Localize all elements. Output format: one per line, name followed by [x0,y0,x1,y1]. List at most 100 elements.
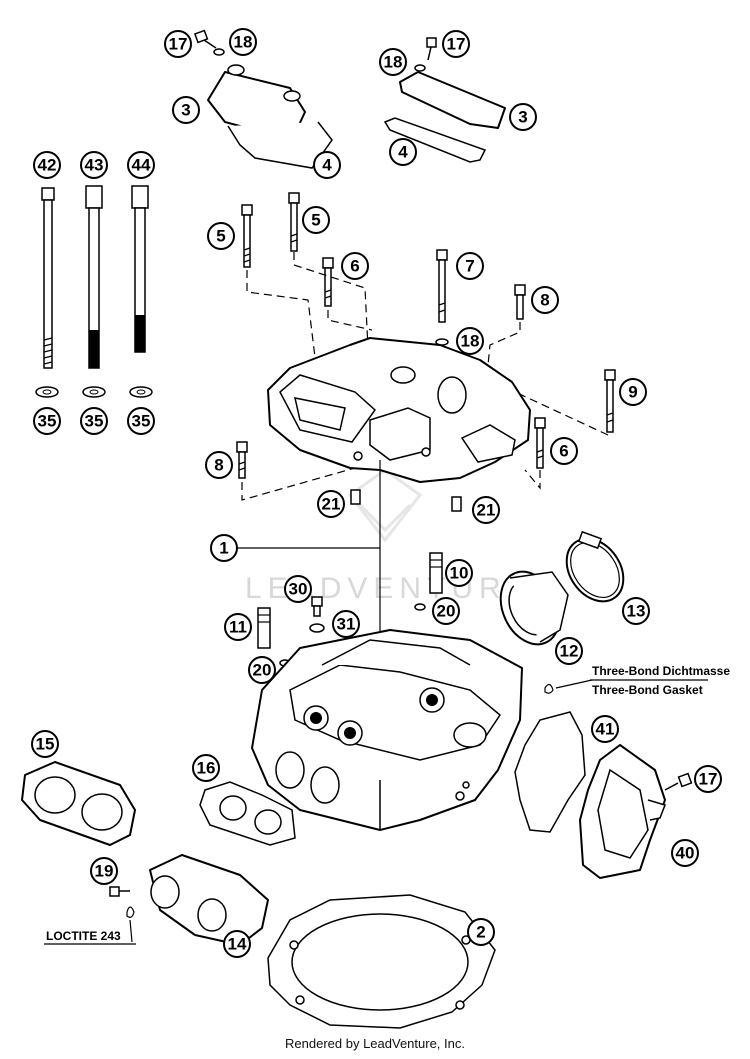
svg-text:21: 21 [322,495,341,514]
callout-15: 15 [31,730,59,758]
svg-text:31: 31 [337,615,356,634]
callout-42: 42 [33,151,61,179]
svg-text:15: 15 [36,735,55,754]
callout-2: 2 [467,918,495,946]
stud-42 [41,187,55,369]
alignment-line [485,322,521,386]
thermostat-cover-40 [579,744,666,879]
svg-text:19: 19 [95,862,114,881]
svg-text:16: 16 [197,759,216,778]
callout-1: 1 [210,534,238,562]
alignment-line [241,467,356,501]
callout-10: 10 [445,559,473,587]
bolt-8-left [236,441,248,479]
bolt-7 [435,249,449,346]
svg-text:30: 30 [289,580,308,599]
gasket-41 [514,711,586,833]
bolt-6-right [534,417,546,469]
callout-44: 44 [127,151,155,179]
callout-4: 4 [389,138,417,166]
callout-6: 6 [550,437,578,465]
callout-5: 5 [302,206,330,234]
callout-18: 18 [379,48,407,76]
valve-stem-seal-10 [429,552,443,594]
intake-boot-12 [499,570,569,646]
svg-text:20: 20 [253,661,272,680]
svg-text:41: 41 [596,720,615,739]
alignment-line [327,310,373,331]
svg-text:4: 4 [322,156,332,175]
callout-31: 31 [332,610,360,638]
svg-text:4: 4 [398,143,408,162]
svg-text:5: 5 [311,211,320,230]
callout-40: 40 [671,839,699,867]
callout-30: 30 [284,575,312,603]
svg-text:20: 20 [437,602,456,621]
cylinder-head-1 [251,629,523,831]
svg-text:11: 11 [229,618,247,637]
callout-17: 17 [694,765,722,793]
svg-text:35: 35 [132,412,151,431]
callout-19: 19 [90,857,118,885]
svg-text:14: 14 [228,935,247,954]
callout-35: 35 [127,407,155,435]
intake-flange-14 [149,854,269,946]
svg-text:18: 18 [461,332,480,351]
svg-text:10: 10 [450,564,469,583]
note-three-bond-en: Three-Bond Gasket [592,683,703,697]
svg-text:1: 1 [219,539,228,558]
callout-17: 17 [442,30,470,58]
callout-6: 6 [341,252,369,280]
callout-16: 16 [192,754,220,782]
bolt-17-top-left [193,29,225,56]
callout-35: 35 [33,407,61,435]
sealant-drop [544,683,554,694]
callout-21: 21 [472,496,500,524]
callout-8: 8 [205,451,233,479]
callout-17: 17 [164,30,192,58]
svg-text:17: 17 [447,35,466,54]
callout-35: 35 [80,407,108,435]
svg-text:5: 5 [216,227,225,246]
alignment-line [293,252,369,349]
svg-text:6: 6 [559,442,568,461]
svg-text:8: 8 [214,456,223,475]
callout-11: 11 [224,613,252,641]
washer-35-set [35,386,153,398]
callout-14: 14 [223,930,251,958]
bolt-8-right [514,284,526,320]
callout-4: 4 [313,151,341,179]
svg-text:44: 44 [132,156,151,175]
svg-text:40: 40 [676,844,695,863]
valve-cover-left [207,64,333,169]
alignment-line [499,384,609,436]
washer-31 [309,623,325,633]
callout-3: 3 [509,103,537,131]
loctite-drop [126,906,135,918]
callout-18: 18 [229,28,257,56]
leader-loctite [129,919,133,943]
callout-13: 13 [622,597,650,625]
svg-text:21: 21 [477,501,496,520]
svg-text:17: 17 [169,35,188,54]
dowel-21-right [451,496,462,512]
note-loctite: LOCTITE 243 [46,929,121,943]
svg-text:18: 18 [234,33,253,52]
exhaust-flange-15 [21,761,136,846]
svg-text:12: 12 [560,642,579,661]
dowel-21-left [350,489,361,505]
footer-credit: Rendered by LeadVenture, Inc. [285,1036,465,1051]
svg-text:3: 3 [518,108,527,127]
svg-text:17: 17 [699,770,718,789]
bolt-6-top [322,257,334,307]
svg-text:42: 42 [38,156,57,175]
bolt-19 [109,886,130,897]
watermark-logo [347,468,423,543]
stud-43 [85,185,103,369]
callout-18: 18 [456,327,484,355]
callout-43: 43 [80,151,108,179]
clip-20-right [414,603,426,611]
bolt-5-left [241,204,253,268]
gasket-port [219,795,247,821]
callout-20: 20 [248,656,276,684]
